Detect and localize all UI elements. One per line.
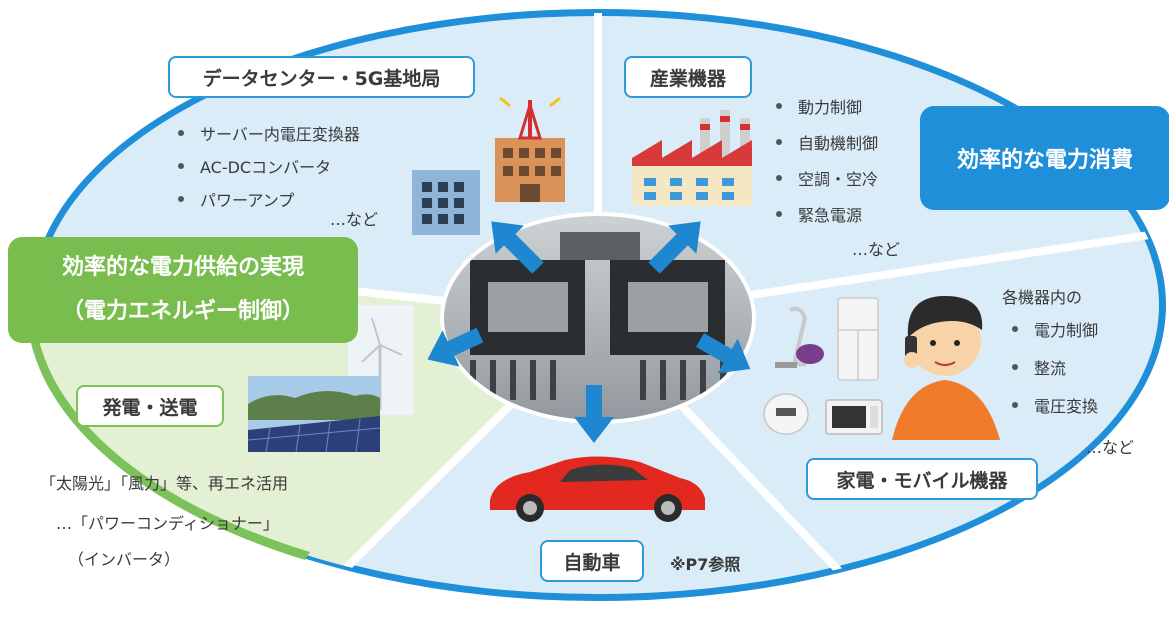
power-line-3: （インバータ）	[68, 550, 181, 569]
list-item: パワーアンプ	[178, 182, 360, 215]
list-item: 電圧変換	[1012, 386, 1098, 424]
list-item: サーバー内電圧変換器	[178, 116, 360, 149]
arrows	[427, 221, 751, 443]
base-station-icon	[495, 96, 565, 202]
list-item: AC-DCコンバータ	[178, 149, 360, 182]
office-building-icon	[412, 170, 480, 235]
person-on-phone-icon	[892, 296, 1000, 440]
efficient-supply-callout: 効率的な電力供給の実現 （電力エネルギー制御）	[8, 237, 358, 343]
list-item: 整流	[1012, 348, 1098, 386]
refrigerator-icon	[837, 297, 879, 381]
rice-cooker-icon	[763, 393, 809, 435]
datacenter-list: サーバー内電圧変換器 AC-DCコンバータ パワーアンプ	[178, 116, 360, 215]
list-item: 緊急電源	[776, 196, 878, 232]
solar-panels-photo	[247, 376, 381, 453]
industrial-title: 産業機器	[624, 56, 752, 98]
sports-car-icon	[490, 456, 705, 522]
home-list: 電力制御 整流 電圧変換	[1012, 310, 1098, 424]
automotive-note: ※P7参照	[670, 555, 741, 574]
list-item: 自動機制御	[776, 124, 878, 160]
arrow-right	[696, 333, 751, 374]
outer-ring-green	[26, 260, 310, 560]
industrial-list: 動力制御 自動機制御 空調・空冷 緊急電源	[776, 88, 878, 232]
list-item: 動力制御	[776, 88, 878, 124]
power-line-1: 「太陽光」「風力」等、再エネ活用	[40, 474, 289, 493]
power-title: 発電・送電	[76, 385, 224, 427]
efficient-consumption-callout: 効率的な電力消費	[920, 106, 1169, 210]
supply-callout-line2: （電力エネルギー制御）	[61, 299, 304, 324]
industrial-etc: …など	[852, 240, 901, 259]
home-title: 家電・モバイル機器	[806, 458, 1038, 500]
vacuum-cleaner-icon	[775, 306, 824, 368]
microwave-icon	[825, 399, 883, 435]
automotive-title: 自動車	[540, 540, 644, 582]
arrow-up-left	[491, 221, 544, 274]
home-etc: …など	[1086, 438, 1135, 457]
list-item: 電力制御	[1012, 310, 1098, 348]
arrow-left	[427, 327, 484, 367]
arrow-down	[574, 385, 614, 443]
arrow-up-right	[648, 221, 701, 274]
home-intro: 各機器内の	[1002, 288, 1083, 307]
supply-callout-line1: 効率的な電力供給の実現	[61, 255, 304, 280]
power-line-2: …「パワーコンディショナー」	[56, 514, 279, 533]
factory-icon	[632, 110, 752, 206]
list-item: 空調・空冷	[776, 160, 878, 196]
datacenter-etc: …など	[330, 210, 379, 229]
datacenter-title: データセンター・5G基地局	[168, 56, 475, 98]
